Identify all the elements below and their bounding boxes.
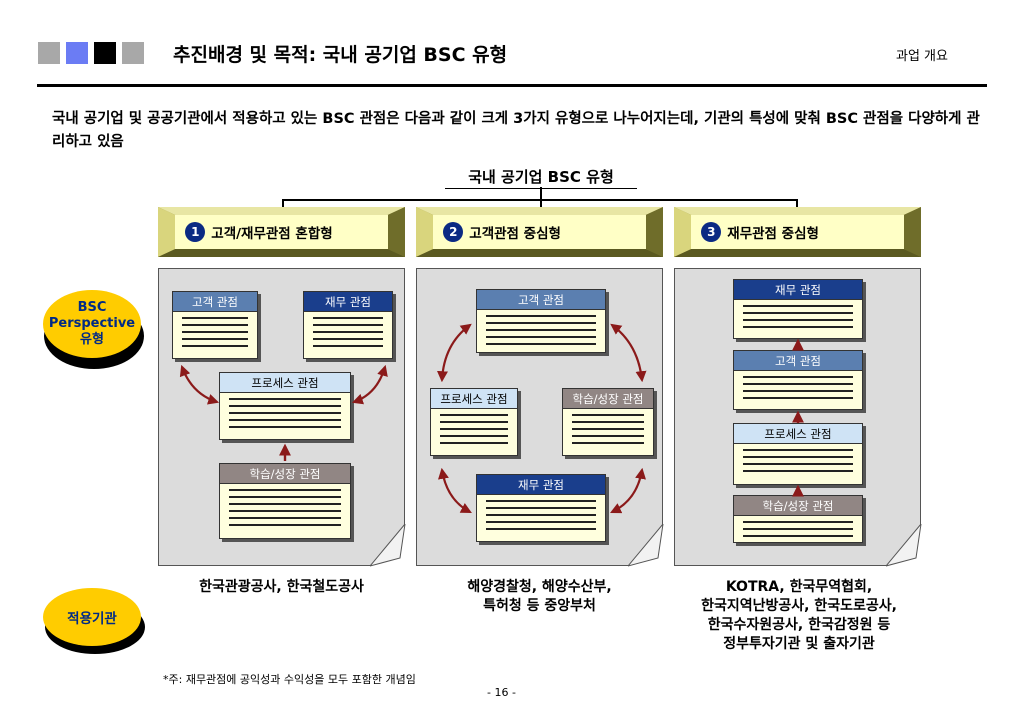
panel-fold-3: [886, 524, 922, 567]
type-label: 재무관점 중심형: [727, 226, 819, 242]
arrow-customer-process: [179, 364, 220, 405]
type-number-badge: 2: [443, 222, 464, 242]
institution-line: 해양경찰청, 해양수산부,: [467, 579, 612, 595]
perspective-card-finance: 재무 관점: [303, 291, 393, 359]
perspective-card-process: 프로세스 관점: [733, 423, 863, 485]
perspective-card-process: 프로세스 관점: [219, 372, 351, 440]
perspective-card-customer: 고객 관점: [172, 291, 258, 359]
page-number: - 16 -: [487, 686, 516, 699]
institution-line: KOTRA, 한국무역협회,: [725, 579, 873, 595]
perspective-card-finance: 재무 관점: [733, 279, 863, 339]
institution-line: 한국지역난방공사, 한국도로공사,: [701, 598, 897, 614]
panel-fold-1: [370, 524, 406, 567]
perspective-card-learning: 학습/성장 관점: [562, 388, 654, 456]
tree-drop-1: [282, 199, 284, 208]
type-label: 고객관점 중심형: [469, 226, 561, 242]
page-title: 추진배경 및 목적: 국내 공기업 BSC 유형: [173, 44, 508, 66]
arrow-learning-finance-2: [610, 467, 646, 514]
oval-line: BSC: [77, 300, 107, 315]
tree-drop-2: [540, 199, 542, 208]
type-label: 고객/재무관점 혼합형: [211, 226, 333, 242]
perspective-card-customer: 고객 관점: [733, 350, 863, 410]
institution-line: 정부투자기관 및 출자기관: [723, 636, 875, 652]
type-number-badge: 3: [701, 222, 722, 242]
type-box-2: 2 고객관점 중심형: [416, 207, 663, 257]
perspective-card-finance: 재무 관점: [476, 474, 606, 542]
card-title: 프로세스 관점: [431, 389, 517, 409]
header-square-4: [122, 42, 144, 64]
type-box-1: 1 고객/재무관점 혼합형: [158, 207, 405, 257]
card-title: 재무 관점: [304, 292, 392, 312]
oval-line: Perspective: [48, 316, 136, 331]
header-rule: [37, 84, 987, 87]
institution-line: 한국관광공사, 한국철도공사: [199, 579, 364, 595]
type-box-3: 3 재무관점 중심형: [674, 207, 921, 257]
header-square-3: [94, 42, 116, 64]
arrow-process-finance-2: [438, 467, 472, 514]
institution-line: 한국수자원공사, 한국감정원 등: [707, 617, 891, 633]
oval-line: 유형: [80, 332, 104, 347]
intro-text: 국내 공기업 및 공공기관에서 적용하고 있는 BSC 관점은 다음과 같이 크…: [52, 111, 980, 150]
header-square-2: [66, 42, 88, 64]
institutions-type-3: KOTRA, 한국무역협회, 한국지역난방공사, 한국도로공사, 한국수자원공사…: [664, 578, 934, 654]
institution-line: 특허청 등 중앙부처: [483, 598, 596, 614]
arrow-customer-process-2: [436, 323, 472, 383]
card-title: 고객 관점: [477, 290, 605, 310]
tree-drop-3: [796, 199, 798, 208]
institutions-type-1: 한국관광공사, 한국철도공사: [158, 578, 405, 597]
arrow-customer-learning-2: [610, 323, 647, 383]
footnote: *주: 재무관점에 공익성과 수익성을 모두 포함한 개념임: [163, 673, 416, 686]
card-title: 학습/성장 관점: [563, 389, 653, 409]
card-title: 고객 관점: [173, 292, 257, 312]
oval-line: 적용기관: [67, 611, 117, 627]
card-title: 재무 관점: [477, 475, 605, 495]
perspective-card-learning: 학습/성장 관점: [733, 495, 863, 543]
institution-oval: 적용기관: [43, 588, 141, 646]
header-square-1: [38, 42, 60, 64]
panel-fold-2: [628, 524, 664, 567]
perspective-card-learning: 학습/성장 관점: [219, 463, 351, 539]
card-title: 프로세스 관점: [734, 424, 862, 444]
card-title: 재무 관점: [734, 280, 862, 300]
tree-stem: [540, 187, 542, 200]
card-title: 프로세스 관점: [220, 373, 350, 393]
tree-bar: [282, 199, 796, 201]
perspective-card-customer: 고객 관점: [476, 289, 606, 353]
card-title: 학습/성장 관점: [734, 496, 862, 516]
card-title: 고객 관점: [734, 351, 862, 371]
arrow-finance-process: [351, 364, 388, 405]
type-number-badge: 1: [185, 222, 206, 242]
institutions-type-2: 해양경찰청, 해양수산부, 특허청 등 중앙부처: [416, 578, 663, 616]
perspective-card-process: 프로세스 관점: [430, 388, 518, 456]
perspective-oval: BSC Perspective 유형: [43, 290, 141, 358]
section-label: 과업 개요: [896, 49, 948, 64]
card-title: 학습/성장 관점: [220, 464, 350, 484]
